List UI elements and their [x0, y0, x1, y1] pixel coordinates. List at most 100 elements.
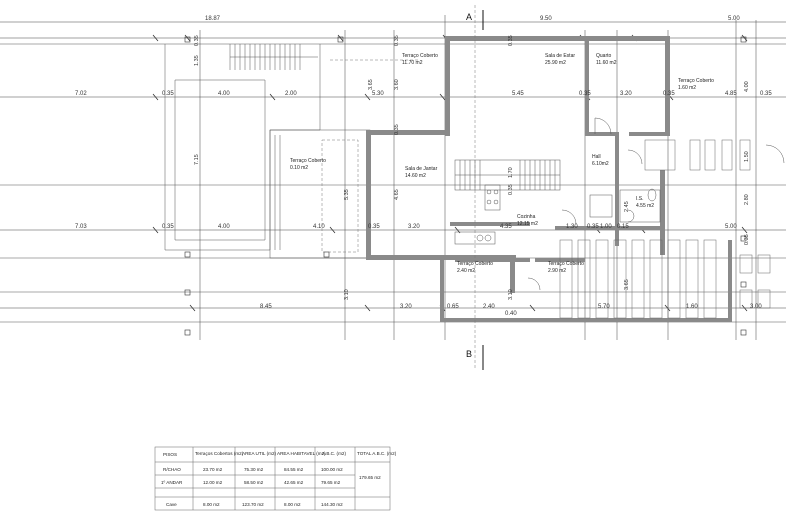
- room-area: 12.15 m2: [517, 221, 538, 227]
- room-name: Cozinha: [517, 214, 536, 220]
- dim-label: 0.35: [194, 35, 200, 46]
- dim-label: 0.35: [508, 35, 514, 46]
- table-header: TOTAL A.B.C. (m2): [357, 451, 397, 456]
- room-area: 11.70 m2: [402, 60, 423, 66]
- dim-label: 2.40: [483, 304, 495, 310]
- room-labels: Terraço Coberto 11.70 m2 Sala de Estar 2…: [290, 53, 714, 274]
- room-area: 2.90 m2: [548, 268, 566, 274]
- table-cell: R/CHAO: [163, 467, 181, 472]
- room-area: 11.60 m2: [596, 60, 617, 66]
- house-walls: [366, 36, 732, 322]
- dim-label: 3.10: [508, 289, 514, 300]
- table-header: PISOS: [163, 452, 177, 457]
- dim-label: 5.00: [725, 224, 737, 230]
- dim-label: 18.87: [205, 16, 221, 22]
- dim-label: 3.60: [394, 79, 400, 90]
- interior-details: [330, 5, 785, 370]
- dim-label: 4.00: [744, 81, 750, 92]
- dim-label: 1.30: [566, 224, 578, 230]
- table-cell: 79.65 m2: [321, 480, 341, 485]
- table-cell: 144.30 m2: [321, 502, 343, 507]
- dim-label: 2.45: [624, 201, 630, 212]
- room-name: Terraço Coberto: [402, 53, 438, 59]
- room-area: 25.90 m2: [545, 60, 566, 66]
- top-dimensions: 18.87 9.50 5.00: [205, 16, 740, 22]
- vertical-dimensions: 0.35 1.35 3.65 0.35 3.60 0.35 0.35 5.35 …: [194, 35, 750, 300]
- room-name: Terraço Coberto: [678, 78, 714, 84]
- dim-label: 5.35: [344, 189, 350, 200]
- dim-label: 0.35: [760, 91, 772, 97]
- room-area: 4.55 m2: [636, 203, 654, 209]
- dim-label: 1.35: [194, 55, 200, 66]
- table-cell: 1º ANDAR: [161, 480, 183, 485]
- dim-label: 4.35: [500, 224, 512, 230]
- room-name: Terraço Coberto: [457, 261, 493, 267]
- dim-label: 3.00: [750, 304, 762, 310]
- table-total: 179.65 m2: [359, 475, 381, 480]
- dim-label: 5.45: [512, 91, 524, 97]
- dim-label: 5.70: [598, 304, 610, 310]
- dim-label: 3.20: [620, 91, 632, 97]
- dim-label: 8.45: [260, 304, 272, 310]
- left-terrace: [164, 44, 371, 259]
- dim-label: 3.65: [368, 79, 374, 90]
- dim-label: 4.10: [313, 224, 325, 230]
- table-cell: Cave: [166, 502, 177, 507]
- dim-label: 7.02: [75, 91, 87, 97]
- room-name: Sala de Estar: [545, 53, 575, 59]
- row3-dimensions: 8.45 3.20 0.65 2.40 0.40 5.70 1.60 3.00: [260, 304, 762, 317]
- dim-label: 0.35: [587, 224, 599, 230]
- dim-label: 0.35: [744, 234, 750, 245]
- room-name: Terraço Coberto: [290, 158, 326, 164]
- dim-label: 3.10: [344, 289, 350, 300]
- table-cell: 23.70 m2: [203, 467, 223, 472]
- dim-label: 4.85: [725, 91, 737, 97]
- table-cell: 84.55 m2: [284, 467, 304, 472]
- dim-label: 2.80: [744, 194, 750, 205]
- dim-label: 0.35: [579, 91, 591, 97]
- dim-label: 4.65: [394, 189, 400, 200]
- dim-label: 4.00: [218, 91, 230, 97]
- dim-label: 1.70: [508, 167, 514, 178]
- room-area: 0.10 m2: [290, 165, 308, 171]
- row1-dimensions: 7.02 0.35 4.00 2.00 5.30 5.45 0.35 3.20 …: [75, 91, 772, 97]
- room-name: I.S.: [636, 196, 644, 202]
- dim-label: 9.50: [540, 16, 552, 22]
- table-cell: 58.50 m2: [244, 480, 264, 485]
- room-name: Quarto: [596, 53, 612, 59]
- dim-label: 0.35: [162, 224, 174, 230]
- table-header: AREA HABITAVEL (m2): [277, 451, 326, 456]
- area-table: PISOS Terraços Cobertos (m2) AREA UTIL (…: [154, 446, 397, 511]
- dim-label: 7.03: [75, 224, 87, 230]
- table-header: AREA UTIL (m2): [242, 451, 277, 456]
- table-header: Terraços Cobertos (m2): [195, 451, 244, 456]
- dim-label: 7.15: [194, 154, 200, 165]
- dim-label: 0.35: [368, 224, 380, 230]
- table-cell: 12.00 m2: [203, 480, 223, 485]
- dim-label: 0.35: [394, 35, 400, 46]
- dim-label: 1.60: [686, 304, 698, 310]
- dim-label: 1.50: [744, 151, 750, 162]
- table-header: A.B.C. (m2): [322, 451, 346, 456]
- room-area: 1.60 m2: [678, 85, 696, 91]
- dim-label: 5.00: [728, 16, 740, 22]
- dim-label: 3.20: [400, 304, 412, 310]
- dim-label: 3.65: [624, 279, 630, 290]
- dim-label: 1.00: [600, 224, 612, 230]
- table-cell: 100.00 m2: [321, 467, 343, 472]
- dim-label: 0.15: [617, 224, 629, 230]
- section-label-a: A: [466, 12, 472, 22]
- section-label-b: B: [466, 349, 472, 359]
- room-area: 14.60 m2: [405, 173, 426, 179]
- room-name: Terraço Coberto: [548, 261, 584, 267]
- table-cell: 75.30 m2: [244, 467, 264, 472]
- dim-label: 0.35: [508, 184, 514, 195]
- room-area: 6.10m2: [592, 161, 609, 167]
- table-cell: 8.00 m2: [203, 502, 220, 507]
- dim-label: 3.20: [408, 224, 420, 230]
- table-cell: 123.70 m2: [242, 502, 264, 507]
- dim-label: 5.30: [372, 91, 384, 97]
- dim-label: 2.00: [285, 91, 297, 97]
- room-area: 2.40 m2: [457, 268, 475, 274]
